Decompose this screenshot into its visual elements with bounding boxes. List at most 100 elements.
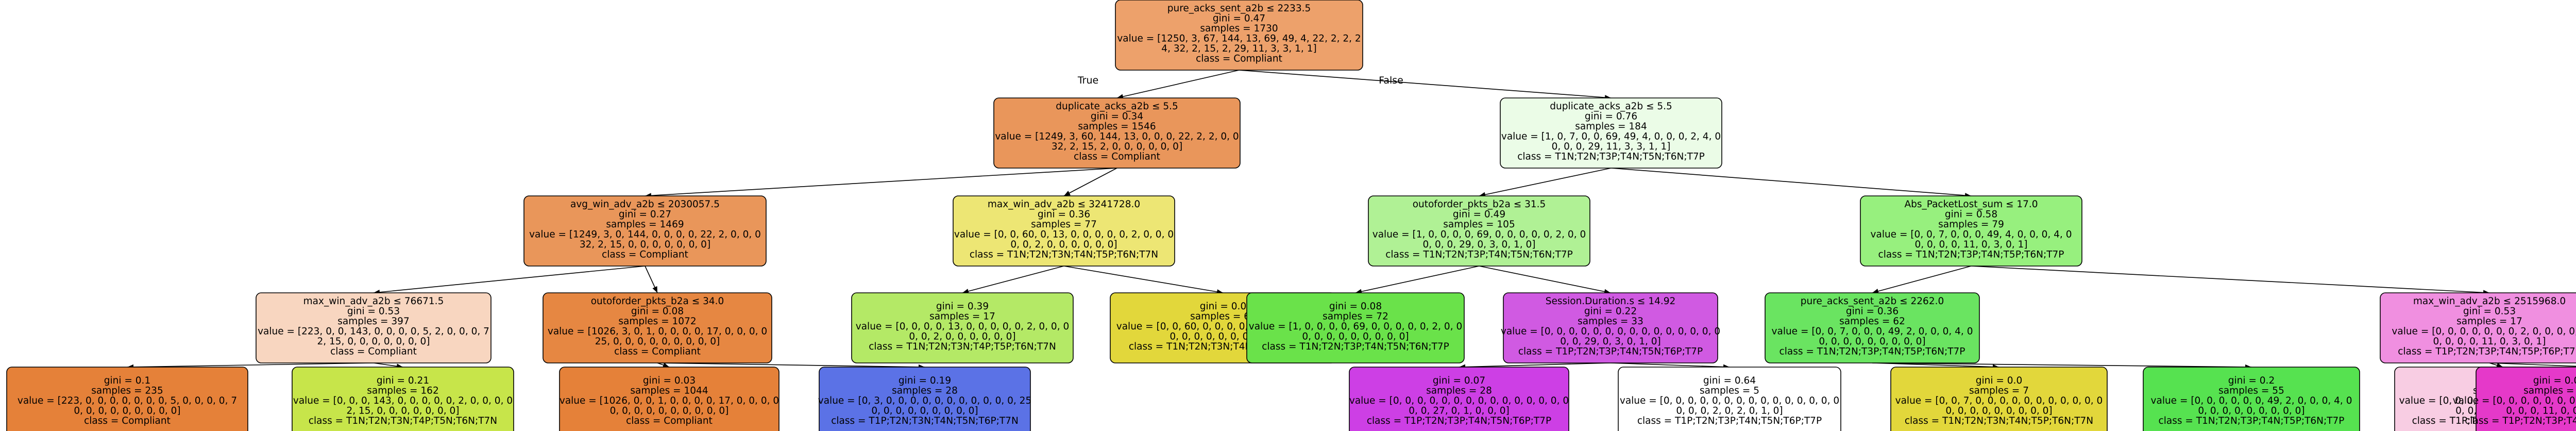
node-line: max_win_adv_a2b ≤ 3241728.0	[988, 199, 1140, 210]
edge-n6-n14	[1971, 266, 2490, 293]
node-line: gini = 0.2	[2228, 375, 2275, 386]
node-line: value = [1249, 3, 60, 144, 13, 0, 0, 0, …	[995, 131, 1239, 142]
node-line: Abs_PacketLost_sum ≤ 17.0	[1904, 199, 2038, 210]
node-line: value = [0, 0, 7, 0, 0, 0, 49, 4, 0, 0, …	[1871, 229, 2072, 240]
node-box	[292, 367, 514, 431]
node-line: gini = 0.58	[1945, 209, 1997, 220]
node-line: class = T1N;T2N;T3N;T4N;T5P;T6N;T7N	[1905, 416, 2093, 426]
node-line: samples = 397	[337, 316, 409, 327]
node-line: 0, 0, 0, 0, 0, 0, 0, 0, 0, 0]	[610, 405, 729, 416]
node-line: 0, 0, 2, 0, 0, 0, 0, 0, 0]	[909, 331, 1015, 342]
node-line: 0, 0, 2, 0, 0, 0, 0, 0, 0]	[1010, 239, 1117, 250]
node-line: gini = 0.34	[1091, 111, 1143, 122]
node-line: class = Compliant	[1196, 54, 1282, 64]
node-line: value = [0, 0, 0, 0, 0, 0, 49, 2, 0, 0, …	[2151, 395, 2352, 406]
node-line: samples = 235	[91, 385, 163, 396]
edge-n5-n11	[1355, 266, 1480, 293]
node-line: gini = 0.36	[1846, 306, 1899, 317]
arrowhead-n23	[2496, 362, 2503, 368]
edge-n0-n1	[1116, 70, 1240, 98]
node-line: value = [1250, 3, 67, 144, 13, 69, 49, 4…	[1117, 34, 1361, 44]
node-line: samples = 105	[1443, 219, 1515, 230]
edge-n12-n19	[1459, 362, 1611, 368]
node-line: gini = 0.08	[631, 306, 684, 317]
node-box	[6, 367, 248, 431]
node-line: 0, 0, 0, 0, 0, 0, 0, 0, 0]	[1945, 405, 2052, 416]
node-line: 32, 2, 15, 0, 0, 0, 0, 0, 0, 0]	[580, 239, 710, 250]
node-line: value = [1026, 3, 0, 1, 0, 0, 0, 0, 17, …	[548, 326, 767, 337]
edge-n4-n10	[1063, 266, 1224, 293]
node-box	[953, 195, 1175, 267]
node-box	[1368, 195, 1590, 267]
node-line: samples = 1730	[1200, 23, 1278, 34]
node-line: samples = 72	[1323, 311, 1388, 322]
node-line: gini = 0.27	[619, 209, 671, 220]
edge-label-true: True	[1077, 75, 1098, 86]
node-line: gini = 0.76	[1585, 111, 1637, 122]
node-box	[819, 367, 1031, 431]
node-line: samples = 33	[1578, 316, 1643, 327]
node-line: gini = 0.36	[1038, 209, 1090, 220]
node-line: gini = 0.47	[1213, 13, 1265, 24]
node-line: class = T1N;T2N;T3P;T4N;T5N;T6N;T7P	[1262, 341, 1449, 352]
node-line: value = [1, 0, 0, 0, 0, 69, 0, 0, 0, 0, …	[1249, 321, 1462, 332]
node-line: value = [0, 0, 0, 0, 0, 0, 0, 0, 0, 0, 0…	[1620, 395, 1839, 406]
node-line: value = [0, 3, 0, 0, 0, 0, 0, 0, 0, 0, 0…	[818, 395, 1031, 406]
node-line: gini = 0.0	[1976, 375, 2022, 386]
node-line: samples = 77	[1031, 219, 1097, 230]
node-line: class = T1N;T2N;T3P;T4N;T5P;T6N;T7P	[2159, 416, 2345, 426]
node-box	[256, 292, 492, 363]
node-line: class = Compliant	[626, 416, 713, 426]
node-line: samples = 79	[1938, 219, 2004, 230]
node-line: samples = 28	[892, 385, 958, 396]
node-line: gini = 0.64	[1703, 375, 1756, 386]
node-line: samples = 55	[2218, 385, 2284, 396]
node-line: gini = 0.21	[377, 375, 429, 386]
node-line: samples = 17	[929, 311, 995, 322]
node-line: class = T1N;T2N;T3N;T4N;T5P;T6N;T7N	[970, 250, 1158, 260]
node-line: 0, 0, 0, 29, 11, 3, 3, 1, 1]	[1552, 141, 1671, 152]
node-line: 0, 0, 0, 2, 0, 2, 0, 1, 0]	[1676, 405, 1783, 416]
node-line: gini = 0.53	[2463, 306, 2516, 317]
node-box	[1503, 292, 1718, 363]
node-line: class = T1N;T2N;T3N;T4P;T5N;T6N;T7N	[309, 416, 497, 426]
node-box	[851, 292, 1074, 363]
edge-n3-n7	[373, 266, 646, 293]
node-line: value = [0, 0, 7, 0, 0, 0, 49, 2, 0, 0, …	[1772, 326, 1973, 337]
node-line: 0, 0, 0, 0, 0, 0, 0, 0, 0]	[871, 405, 978, 416]
edge-n5-n12	[1479, 266, 1611, 293]
node-box	[523, 195, 767, 267]
node-line: gini = 0.1	[104, 375, 150, 386]
node-line: samples = 62	[1839, 316, 1905, 327]
node-line: gini = 0.19	[899, 375, 951, 386]
node-line: 0, 0, 29, 0, 3, 0, 1, 0]	[1560, 336, 1660, 347]
node-line: gini = 0.22	[1584, 306, 1637, 317]
node-line: 0, 0, 0, 11, 0, 0, 0, 0]	[2506, 405, 2576, 416]
node-box	[993, 97, 1241, 169]
node-line: gini = 0.08	[1329, 301, 1382, 312]
node-line: 0, 0, 0, 0, 0, 0, 0, 0, 0]	[74, 405, 180, 416]
